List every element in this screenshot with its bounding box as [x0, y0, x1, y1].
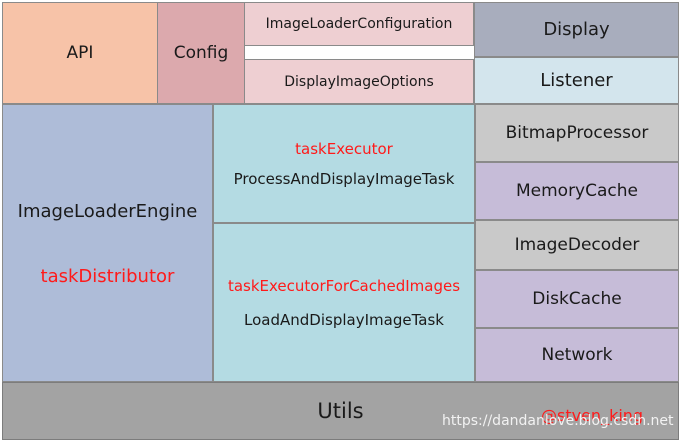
api-label: API [66, 43, 94, 63]
task-distributor-label: taskDistributor [40, 266, 175, 287]
api-block: API [2, 2, 158, 104]
display-block: Display [474, 2, 679, 57]
bitmap-processor-block: BitmapProcessor [475, 104, 679, 162]
config-block: Config [157, 2, 245, 104]
image-loader-engine-block: ImageLoaderEngine taskDistributor [2, 104, 213, 382]
config-label: Config [173, 43, 229, 63]
image-loader-configuration-label: ImageLoaderConfiguration [265, 16, 453, 32]
disk-cache-label: DiskCache [532, 289, 622, 309]
display-label: Display [543, 19, 610, 40]
memory-cache-label: MemoryCache [515, 181, 638, 201]
author-signature: @stven_king [541, 406, 644, 425]
bitmap-processor-label: BitmapProcessor [505, 123, 649, 143]
listener-block: Listener [474, 57, 679, 104]
display-image-options-label: DisplayImageOptions [284, 73, 434, 90]
listener-label: Listener [540, 70, 613, 91]
task-executor-label: taskExecutor [295, 139, 393, 158]
load-and-display-task-label: LoadAndDisplayImageTask [244, 310, 444, 329]
task-executor-block: taskExecutor ProcessAndDisplayImageTask [213, 104, 475, 223]
network-block: Network [475, 328, 679, 382]
task-executor-cached-label: taskExecutorForCachedImages [227, 276, 461, 295]
disk-cache-block: DiskCache [475, 270, 679, 328]
image-decoder-block: ImageDecoder [475, 220, 679, 270]
process-and-display-task-label: ProcessAndDisplayImageTask [233, 169, 455, 188]
utils-block: Utils [2, 382, 679, 440]
display-image-options-block: DisplayImageOptions [244, 59, 474, 104]
image-loader-engine-label: ImageLoaderEngine [17, 201, 198, 222]
memory-cache-block: MemoryCache [475, 162, 679, 220]
task-executor-cached-block: taskExecutorForCachedImages LoadAndDispl… [213, 223, 475, 382]
image-decoder-label: ImageDecoder [514, 235, 640, 255]
image-loader-configuration-block: ImageLoaderConfiguration [244, 2, 474, 46]
network-label: Network [541, 345, 613, 365]
utils-label: Utils [317, 399, 364, 423]
